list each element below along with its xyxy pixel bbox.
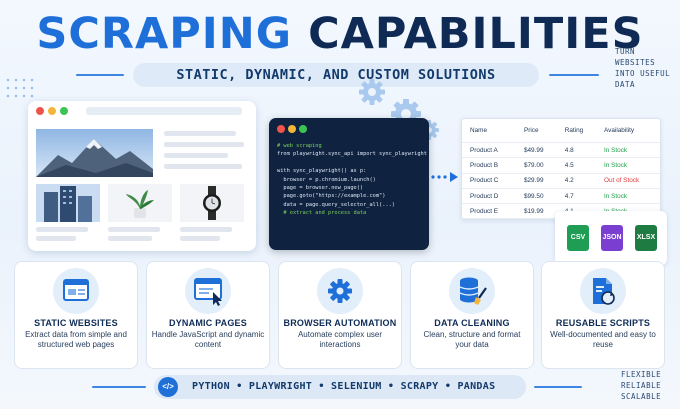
column-header: Price xyxy=(515,119,557,143)
card-data-cleaning: DATA CLEANING Clean, structure and forma… xyxy=(410,261,534,369)
dot-grid-decoration xyxy=(6,78,34,98)
minimize-dot-icon xyxy=(48,107,56,115)
browser-cursor-icon xyxy=(194,278,222,306)
code-icon: </> xyxy=(158,377,178,397)
code-editor-window: # web scraping from playwright.sync_api … xyxy=(269,118,429,250)
export-formats: CSV JSON XLSX xyxy=(555,211,667,265)
card-dynamic-pages: DYNAMIC PAGES Handle JavaScript and dyna… xyxy=(146,261,270,369)
status-badge: In Stock xyxy=(596,188,660,205)
csv-file-icon: CSV xyxy=(567,225,589,251)
browser-window-illustration xyxy=(28,101,256,251)
script-refresh-icon xyxy=(593,278,615,305)
tech-rule-right xyxy=(534,386,582,388)
code-snippet: # web scraping from playwright.sync_api … xyxy=(277,143,427,217)
subtitle: STATIC, DYNAMIC, AND CUSTOM SOLUTIONS xyxy=(133,63,539,87)
status-badge: Out of Stock xyxy=(596,173,660,189)
card-reusable-scripts: REUSABLE SCRIPTS Well-documented and eas… xyxy=(541,261,665,369)
card-title: STATIC WEBSITES xyxy=(34,318,118,328)
title-word-1: SCRAPING xyxy=(36,9,293,59)
card-title: BROWSER AUTOMATION xyxy=(283,318,397,328)
table-header-row: Name Price Rating Availability xyxy=(462,119,660,143)
card-title: DATA CLEANING xyxy=(434,318,510,328)
column-header: Availability xyxy=(596,119,660,143)
close-dot-icon xyxy=(36,107,44,115)
card-description: Clean, structure and format your data xyxy=(423,330,521,349)
status-badge: In Stock xyxy=(596,142,660,159)
watch-image-icon xyxy=(180,184,244,222)
browser-page-icon xyxy=(63,279,89,301)
column-header: Name xyxy=(462,119,516,143)
card-title: DYNAMIC PAGES xyxy=(169,318,247,328)
buildings-image-icon xyxy=(36,184,100,222)
tech-rule-left xyxy=(92,386,146,388)
card-browser-automation: BROWSER AUTOMATION Automate complex user… xyxy=(278,261,402,369)
maximize-dot-icon xyxy=(299,125,307,133)
page-title: SCRAPING CAPABILITIES xyxy=(0,6,680,62)
card-title: REUSABLE SCRIPTS xyxy=(555,318,651,328)
card-description: Automate complex user interactions xyxy=(297,330,383,349)
arrow-right-icon xyxy=(431,172,458,182)
card-description: Well-documented and easy to reuse xyxy=(550,330,656,349)
maximize-dot-icon xyxy=(60,107,68,115)
subtitle-rule-right xyxy=(549,74,599,76)
gear-icon xyxy=(328,279,352,303)
address-bar xyxy=(86,107,242,115)
mountain-image-icon xyxy=(36,129,153,177)
plant-image-icon xyxy=(108,184,172,222)
database-brush-icon xyxy=(459,277,487,305)
column-header: Rating xyxy=(556,119,596,143)
tech-stack-bar: </> PYTHON • PLAYWRIGHT • SELENIUM • SCR… xyxy=(154,375,526,399)
data-table: Name Price Rating Availability Product A… xyxy=(461,118,661,221)
tech-stack-list: PYTHON • PLAYWRIGHT • SELENIUM • SCRAPY … xyxy=(192,381,496,392)
title-word-2: CAPABILITIES xyxy=(308,9,644,59)
side-note-bottom: FLEXIBLE RELIABLE SCALABLE xyxy=(621,370,662,401)
side-note-top: TURN WEBSITES INTO USEFUL DATA xyxy=(615,47,671,89)
subtitle-rule-left xyxy=(76,74,124,76)
minimize-dot-icon xyxy=(288,125,296,133)
json-file-icon: JSON xyxy=(601,225,623,251)
card-description: Extract data from simple and structured … xyxy=(25,330,127,349)
xlsx-file-icon: XLSX xyxy=(635,225,657,251)
status-badge: In Stock xyxy=(596,157,660,174)
card-description: Handle JavaScript and dynamic content xyxy=(151,330,265,349)
close-dot-icon xyxy=(277,125,285,133)
card-static-websites: STATIC WEBSITES Extract data from simple… xyxy=(14,261,138,369)
